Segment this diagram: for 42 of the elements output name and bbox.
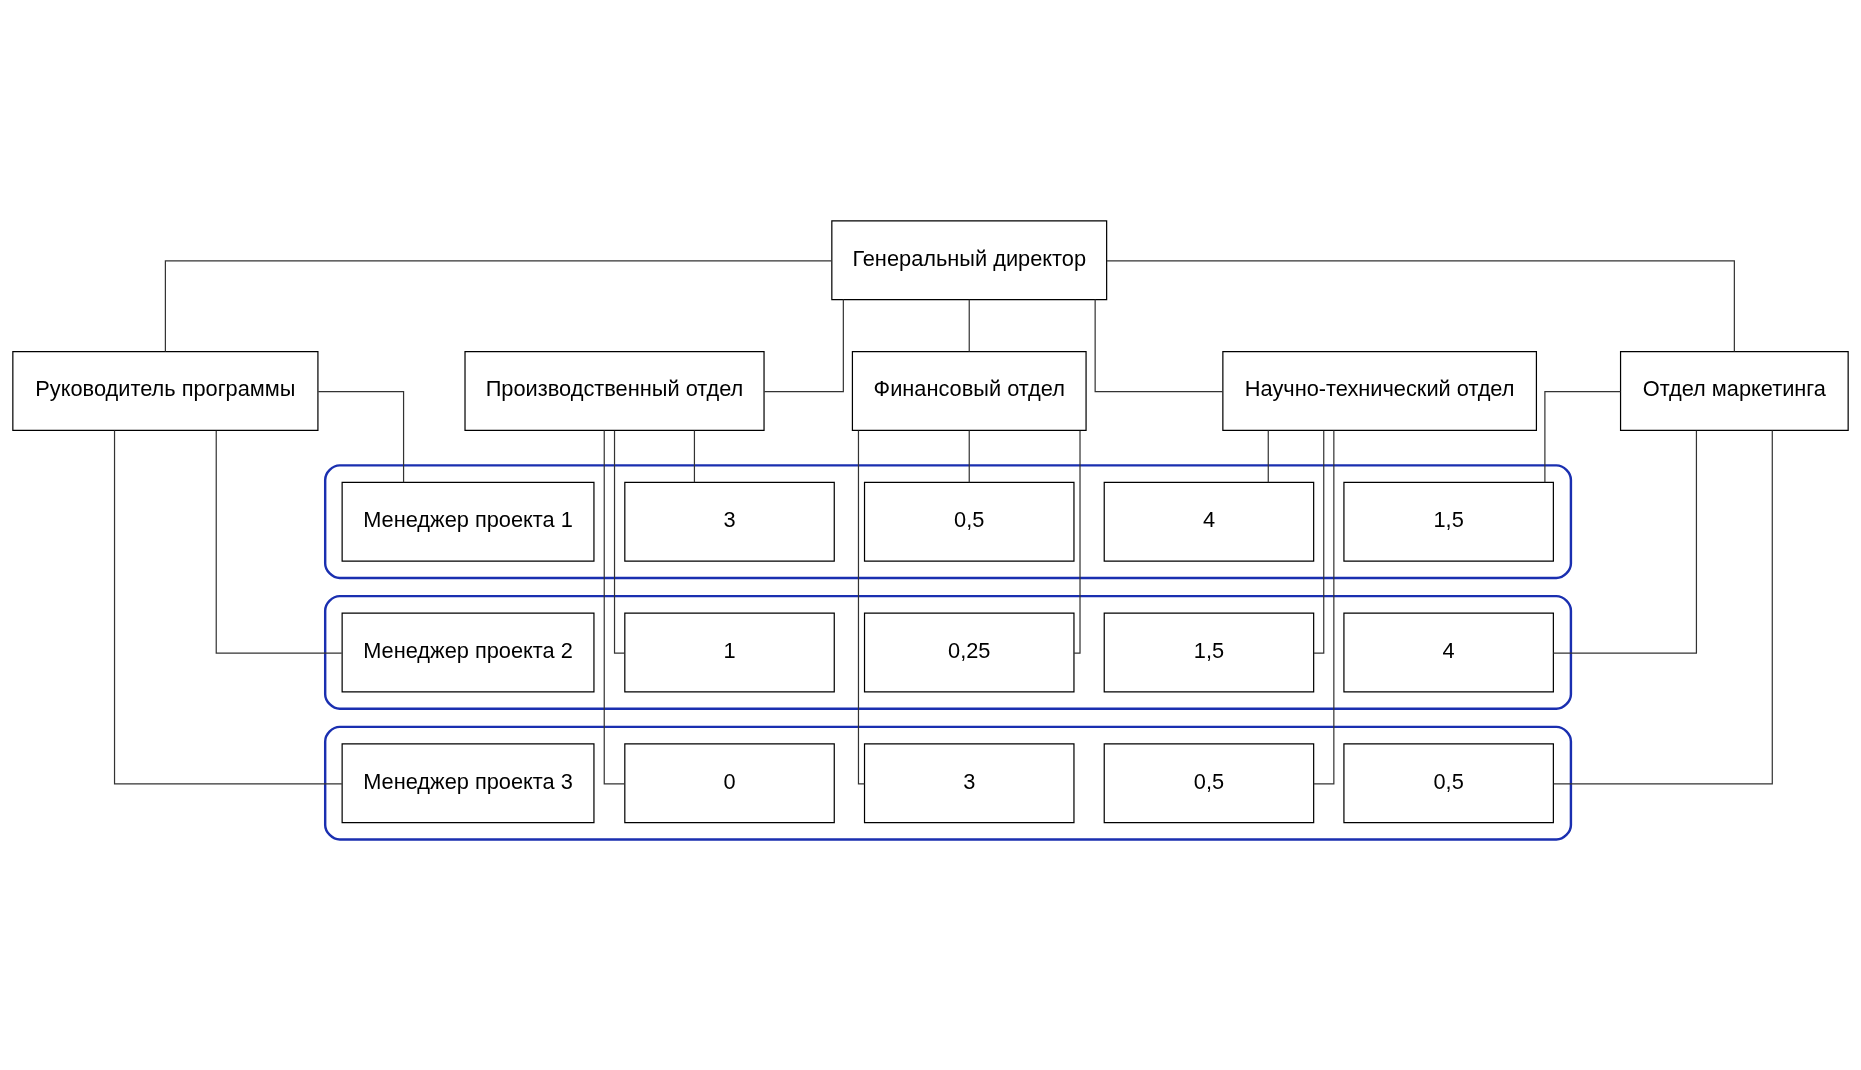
connector (1106, 260, 1735, 353)
node-box: 0,5 (1343, 743, 1554, 824)
node-box: Научно-технический отдел (1222, 351, 1538, 431)
connector (613, 430, 626, 654)
node-box: Менеджер проекта 1 (341, 481, 595, 562)
connector (317, 390, 405, 483)
node-box: Генеральный директор (831, 220, 1108, 301)
node-box: 1,5 (1343, 481, 1554, 562)
node-box: 4 (1103, 481, 1315, 562)
connector (968, 429, 970, 483)
node-box: 0,25 (863, 612, 1075, 693)
node-box: Отдел маркетинга (1619, 351, 1849, 431)
node-box: Производственный отдел (464, 351, 765, 431)
node-box: 3 (863, 743, 1075, 824)
connector (763, 299, 844, 393)
connector (1552, 430, 1698, 654)
connector (1073, 430, 1081, 654)
cluster (324, 594, 1573, 710)
node-box: 4 (1343, 612, 1554, 693)
connector (1313, 430, 1325, 654)
node-box: 0 (624, 743, 835, 824)
node-box: 3 (624, 481, 835, 562)
node-box: Финансовый отдел (851, 351, 1087, 431)
node-box: Менеджер проекта 2 (341, 612, 595, 693)
connector (113, 429, 343, 785)
connector (164, 260, 833, 353)
connector (1553, 429, 1773, 785)
connector (968, 299, 970, 353)
connector (1094, 299, 1224, 393)
connector (1267, 429, 1269, 483)
node-box: Менеджер проекта 3 (341, 743, 595, 824)
connector (215, 430, 343, 654)
node-box: 0,5 (863, 481, 1075, 562)
node-box: 1 (624, 612, 835, 693)
node-box: 1,5 (1103, 612, 1315, 693)
cluster (324, 725, 1573, 841)
connector (857, 429, 866, 785)
connector (1544, 390, 1621, 483)
node-box: 0,5 (1103, 743, 1315, 824)
connector (693, 429, 696, 483)
node-box: Руководитель программы (12, 351, 319, 431)
cluster (324, 464, 1573, 580)
